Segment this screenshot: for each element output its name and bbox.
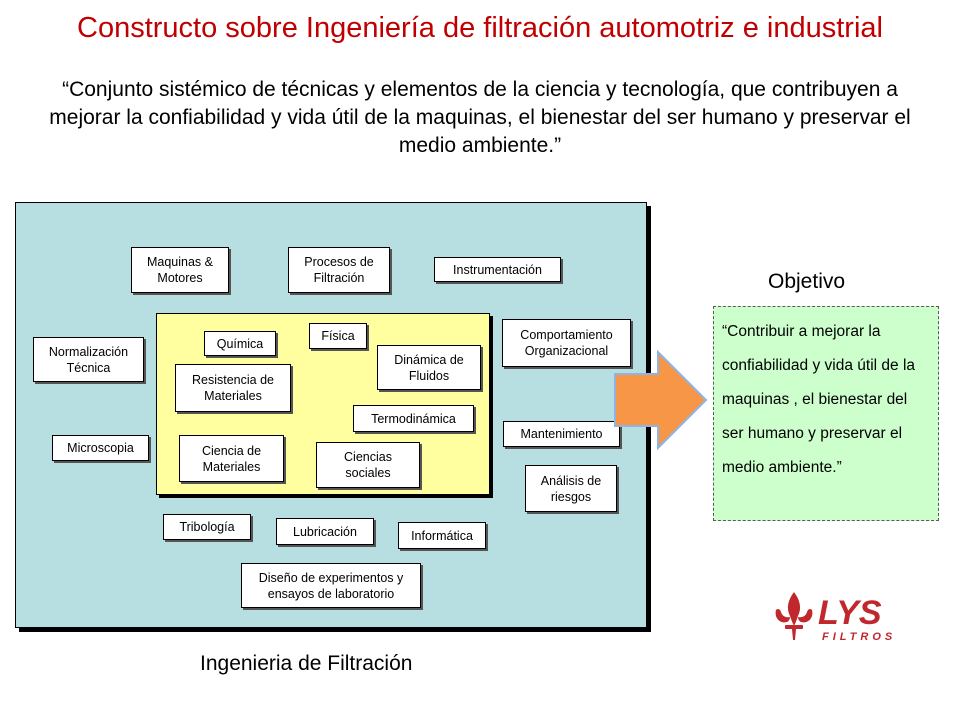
- definition-quote: “Conjunto sistémico de técnicas y elemen…: [49, 78, 911, 157]
- box-tribologia: Tribología: [163, 514, 251, 540]
- outer-area-label: Ingenieria de Filtración: [200, 652, 413, 675]
- arrow-right-icon: [614, 350, 708, 450]
- box-fisica: Física: [309, 323, 367, 349]
- box-ciencia-materiales: Ciencia de Materiales: [179, 435, 284, 482]
- box-normalizacion-tecnica: Normalización Técnica: [33, 337, 144, 382]
- box-informatica: Informática: [398, 522, 486, 549]
- box-comportamiento-organizacional: Comportamiento Organizacional: [502, 319, 631, 367]
- objective-text: “Contribuir a mejorar la confiabilidad y…: [722, 323, 916, 476]
- lys-filtros-logo: LYS FILTROS: [775, 592, 896, 643]
- box-diseno-experimentos: Diseño de experimentos y ensayos de labo…: [241, 563, 421, 608]
- objective-box: “Contribuir a mejorar la confiabilidad y…: [713, 306, 939, 521]
- box-analisis-riesgos: Análisis de riesgos: [525, 465, 617, 512]
- box-instrumentacion: Instrumentación: [434, 257, 561, 282]
- box-lubricacion: Lubricación: [276, 518, 374, 545]
- box-mantenimiento: Mantenimiento: [503, 421, 620, 447]
- box-microscopia: Microscopia: [52, 435, 149, 461]
- box-termodinamica: Termodinámica: [353, 405, 474, 432]
- box-maquinas-motores: Maquinas & Motores: [131, 247, 229, 293]
- box-dinamica-fluidos: Dinámica de Fluidos: [377, 345, 481, 390]
- objective-title: Objetivo: [768, 270, 846, 293]
- box-quimica: Química: [204, 331, 276, 356]
- box-ciencias-sociales: Ciencias sociales: [316, 442, 420, 488]
- box-resistencia-materiales: Resistencia de Materiales: [175, 364, 291, 412]
- page-title: Constructo sobre Ingeniería de filtració…: [77, 12, 883, 44]
- logo-sub: FILTROS: [822, 631, 896, 643]
- logo-brand: LYS: [818, 594, 882, 632]
- box-procesos-filtracion: Procesos de Filtración: [288, 247, 390, 293]
